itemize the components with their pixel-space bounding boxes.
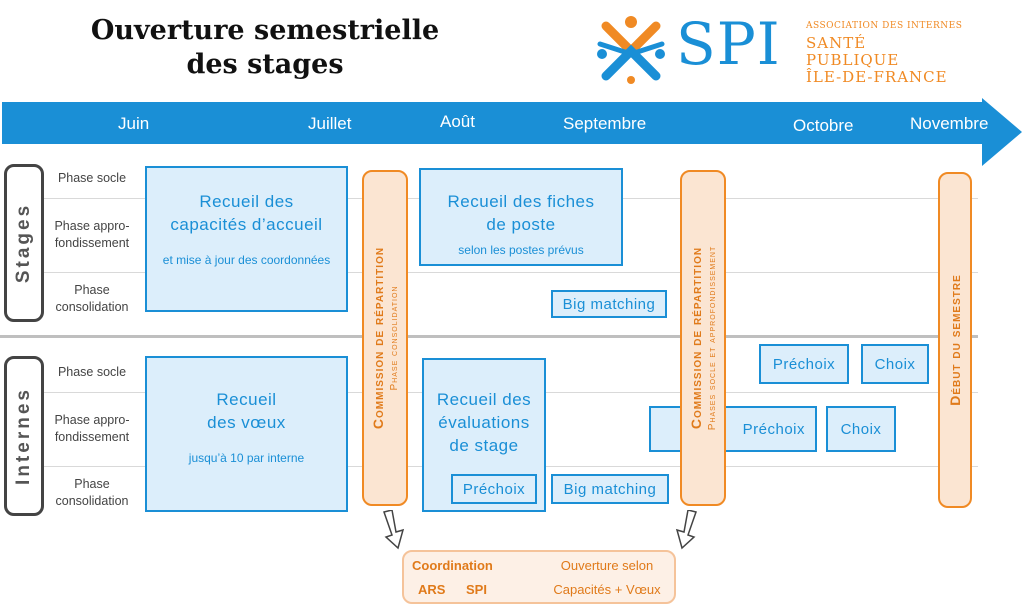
month-aout: Août <box>440 112 475 131</box>
box-voeux-title-2: des vœux <box>207 413 286 432</box>
pill-choix-appro: Choix <box>826 406 896 452</box>
month-novembre: Novembre <box>910 114 989 133</box>
coordination-text-2: Capacités + Vœux <box>553 582 661 597</box>
phase-label-socle: Phase socle <box>57 171 127 185</box>
box-fiches-title-1: Recueil des fiches <box>447 192 595 211</box>
arrow-down-left-icon <box>383 510 405 550</box>
coordination-spi: SPI <box>466 582 487 597</box>
logo-subtitle-2: SANTÉ <box>806 34 867 52</box>
debut-semestre-label: Début du semestre <box>947 274 963 406</box>
grid-line <box>44 272 978 273</box>
box-recueil-capacites: Recueil des capacités d’accueil et mise … <box>145 166 348 312</box>
spi-people-cross-icon <box>597 16 665 84</box>
logo-subtitle-4: ÎLE-DE-FRANCE <box>806 68 948 86</box>
box-recueil-fiches: Recueil des fiches de poste selon les po… <box>419 168 623 266</box>
debut-semestre-bar: Début du semestre <box>938 172 972 508</box>
debut-semestre-text: Début du semestre <box>945 274 965 406</box>
coordination-ars: ARS <box>418 582 446 597</box>
pill-prechoix-appro: Préchoix <box>649 406 817 452</box>
commission-1-sub: Phase consolidation <box>389 285 400 391</box>
month-septembre: Septembre <box>563 114 647 133</box>
box-voeux-sub: jusqu’à 10 par interne <box>188 451 305 465</box>
coordination-text-1: Ouverture selon <box>560 558 654 573</box>
month-juillet: Juillet <box>308 114 352 133</box>
timeline-arrow <box>2 98 1022 166</box>
month-octobre: Octobre <box>793 116 854 135</box>
box-eval-title-3: de stage <box>449 436 519 455</box>
box-capacites-title-2: capacités d’accueil <box>170 215 323 234</box>
commission-1-text: Commission de répartition Phase consolid… <box>368 247 402 429</box>
pill-big-matching-internes: Big matching <box>551 474 669 504</box>
commission-repartition-socle-appro: Commission de répartition Phases socle e… <box>680 170 726 506</box>
logo-subtitle-3: PUBLIQUE <box>806 51 900 69</box>
page-title: Ouverture semestrielle des stages <box>60 14 470 82</box>
commission-2-title: Commission de répartition <box>688 246 704 430</box>
logo-subtitle-1: ASSOCIATION DES INTERNES <box>806 21 963 31</box>
phase-label-appro: Phase appro-fondissement <box>54 219 130 250</box>
box-recueil-voeux: Recueil des vœux jusqu’à 10 par interne <box>145 356 348 512</box>
pill-prechoix-conso: Préchoix <box>451 474 537 504</box>
box-fiches-sub: selon les postes prévus <box>458 243 584 257</box>
commission-1-title: Commission de répartition <box>370 246 386 430</box>
arrow-down-right-icon <box>675 510 697 550</box>
box-capacites-sub: et mise à jour des coordonnées <box>162 253 331 267</box>
section-separator <box>0 335 978 338</box>
coordination-title: Coordination <box>412 558 493 573</box>
pill-prechoix-socle: Préchoix <box>759 344 849 384</box>
title-line-2: des stages <box>186 49 344 80</box>
pill-big-matching-stages: Big matching <box>551 290 667 318</box>
commission-2-sub: Phases socle et approfondissement <box>707 245 718 431</box>
phase-label-socle: Phase socle <box>57 365 127 379</box>
section-label-internes: Internes <box>4 356 44 516</box>
section-stages-text: Stages <box>13 202 34 284</box>
commission-2-text: Commission de répartition Phases socle e… <box>686 246 720 431</box>
box-capacites-title-1: Recueil des <box>199 192 294 211</box>
section-internes-text: Internes <box>13 387 34 485</box>
phase-label-appro: Phase appro-fondissement <box>54 413 130 444</box>
section-label-stages: Stages <box>4 164 44 322</box>
title-line-1: Ouverture semestrielle <box>90 15 440 46</box>
box-fiches-title-2: de poste <box>486 215 556 234</box>
box-eval-title-1: Recueil des <box>436 390 532 409</box>
logo-subtitle: ASSOCIATION DES INTERNES SANTÉ PUBLIQUE … <box>806 18 962 86</box>
coordination-box: Coordination ARS SPI Ouverture selon Cap… <box>402 550 676 604</box>
box-voeux-title-1: Recueil <box>216 390 277 409</box>
pill-choix-socle: Choix <box>861 344 929 384</box>
logo-name: SPI <box>676 10 781 78</box>
month-juin: Juin <box>118 114 150 133</box>
commission-repartition-consolidation: Commission de répartition Phase consolid… <box>362 170 408 506</box>
box-eval-title-2: évaluations <box>438 413 530 432</box>
